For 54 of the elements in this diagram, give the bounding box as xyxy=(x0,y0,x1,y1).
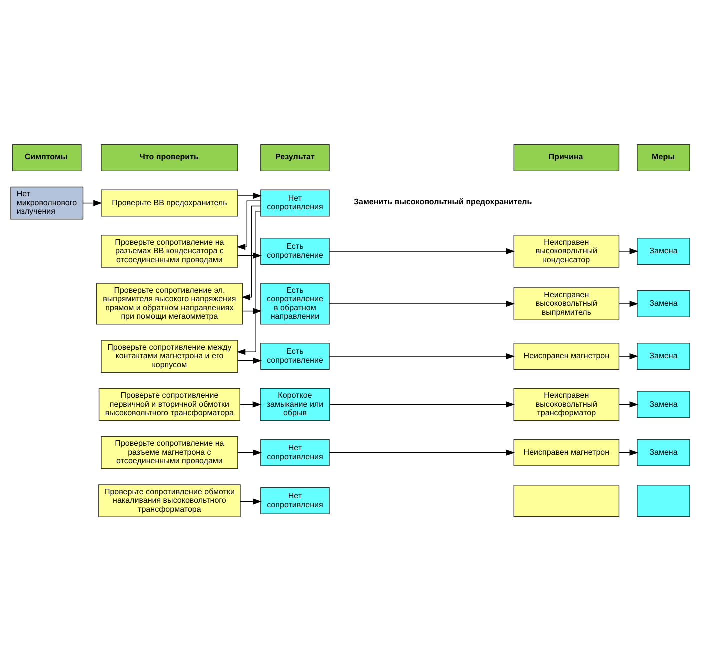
arrow xyxy=(240,402,262,408)
node-box: Меры xyxy=(637,144,690,172)
node-box: Причина xyxy=(514,144,620,172)
arrow xyxy=(329,300,516,308)
arrow xyxy=(329,353,516,360)
arrow xyxy=(330,402,516,408)
arrow xyxy=(240,498,262,505)
node-box: Проверьте сопротивление эл. выпрямителя высокого напряжения прямом и обратном направлениях при помощи мегаомметра xyxy=(96,283,244,325)
arrow xyxy=(329,450,516,456)
node-box: Есть сопротивление xyxy=(260,238,330,265)
node-box: Замена xyxy=(637,439,690,466)
node-box: Замена xyxy=(637,290,690,318)
arrow xyxy=(619,402,639,408)
arrow xyxy=(238,450,262,456)
arrow xyxy=(83,200,102,206)
node-box: Проверьте сопротивление на разъеме магнетрона с отсоединенными проводами xyxy=(101,436,238,470)
node-box: Замена xyxy=(637,391,690,418)
node-box: Проверьте сопротивление на разъемах ВВ конденсатора с отсоединенными проводами xyxy=(101,235,238,268)
node-box: Нет сопротивления xyxy=(260,190,330,217)
arrow xyxy=(329,248,516,255)
arrow xyxy=(242,206,262,300)
label: Заменить высоковольтный предохранитель xyxy=(354,198,532,207)
node-box: Проверьте сопротивление обмотки накаливания высоковольтного трансформатора xyxy=(98,484,241,518)
node-box: Неисправен высоковольтный трансформатор xyxy=(514,388,620,422)
arrow xyxy=(619,353,639,360)
node-box: Нет сопротивления xyxy=(260,439,330,466)
node-box: Проверьте ВВ предохранитель xyxy=(101,190,238,217)
node-box: Замена xyxy=(637,238,690,265)
arrow xyxy=(619,450,639,456)
node-box: Короткое замыкание или обрыв xyxy=(260,388,330,422)
node-box: Неисправен магнетрон xyxy=(514,439,620,466)
node-box xyxy=(637,484,690,518)
node-box: Проверьте сопротивление между контактами магнетрона и его корпусом xyxy=(101,340,238,373)
node-box: Нет микроволнового излучения xyxy=(10,186,84,220)
node-box: Неисправен высоковольтный выпрямитель xyxy=(514,288,620,320)
arrow xyxy=(236,200,262,250)
arrow xyxy=(238,192,262,200)
node-box: Симптомы xyxy=(12,144,82,172)
arrow xyxy=(238,252,262,259)
node-box: Что проверить xyxy=(101,144,238,172)
node-box: Проверьте сопротивление первичной и вторичной обмотки высоковольтного трансформатора xyxy=(98,388,240,422)
node-box: Неисправен магнетрон xyxy=(514,343,620,370)
arrow xyxy=(619,248,639,255)
node-box xyxy=(514,484,620,518)
node-box: Замена xyxy=(637,343,690,370)
node-box: Результат xyxy=(260,144,330,172)
node-box: Есть сопротивление xyxy=(260,343,330,370)
node-box: Есть сопротивление в обратном направлении xyxy=(260,283,330,325)
node-box: Неисправен высоковольтный конденсатор xyxy=(514,235,620,268)
arrow xyxy=(619,300,639,308)
arrow xyxy=(238,358,262,364)
node-box: Нет сопротивления xyxy=(260,488,330,515)
arrow xyxy=(236,210,262,356)
arrow xyxy=(242,308,262,314)
